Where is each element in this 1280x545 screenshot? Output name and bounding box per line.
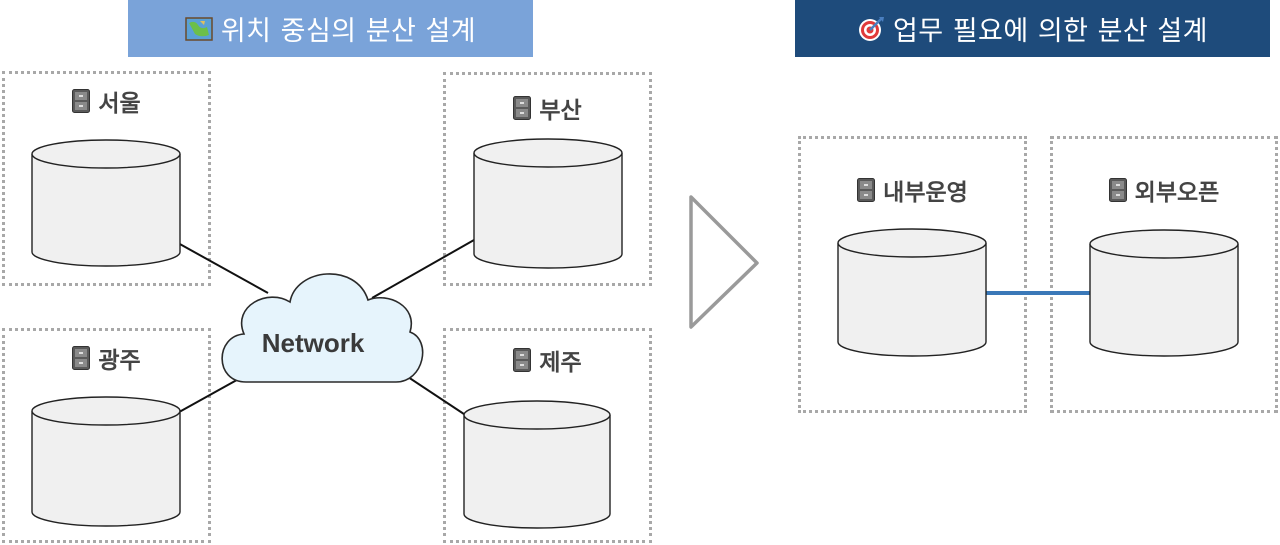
right-title-banner: 업무 필요에 의한 분산 설계 <box>795 0 1270 57</box>
link-busan-network <box>371 239 475 299</box>
site-box-jeju: 제주 <box>443 328 652 543</box>
database-cylinder-gwangju <box>31 396 181 527</box>
database-cylinder-external <box>1089 229 1239 357</box>
file-cabinet-icon <box>1108 178 1127 202</box>
link-seoul-network <box>177 242 269 294</box>
site-box-internal: 내부운영 <box>798 136 1027 413</box>
file-cabinet-icon <box>857 178 876 202</box>
site-label-seoul: 서울 <box>98 91 141 117</box>
link-gwangju-network <box>171 375 245 417</box>
network-cloud <box>221 273 424 383</box>
site-label-gwangju: 광주 <box>98 348 141 374</box>
site-label-jeju: 제주 <box>539 350 582 376</box>
site-box-external: 외부오픈 <box>1050 136 1278 413</box>
file-cabinet-icon <box>513 96 532 120</box>
file-cabinet-icon <box>513 348 532 372</box>
site-box-seoul: 서울 <box>2 71 211 286</box>
target-icon <box>858 16 884 41</box>
map-icon <box>185 16 213 41</box>
triangle-arrow-right-icon <box>689 195 759 329</box>
site-label-busan: 부산 <box>539 98 582 124</box>
left-title: 위치 중심의 분산 설계 <box>220 16 477 47</box>
file-cabinet-icon <box>72 346 91 370</box>
database-cylinder-seoul <box>31 139 181 267</box>
right-title: 업무 필요에 의한 분산 설계 <box>892 16 1209 47</box>
file-cabinet-icon <box>72 89 91 113</box>
left-title-banner: 위치 중심의 분산 설계 <box>128 0 533 57</box>
database-cylinder-internal <box>837 228 987 357</box>
network-label: Network <box>261 328 365 358</box>
site-label-external: 외부오픈 <box>1134 180 1220 206</box>
database-cylinder-busan <box>473 138 623 269</box>
database-cylinder-jeju <box>463 400 611 529</box>
site-box-busan: 부산 <box>443 72 652 286</box>
site-box-gwangju: 광주 <box>2 328 211 543</box>
site-label-internal: 내부운영 <box>883 180 968 206</box>
